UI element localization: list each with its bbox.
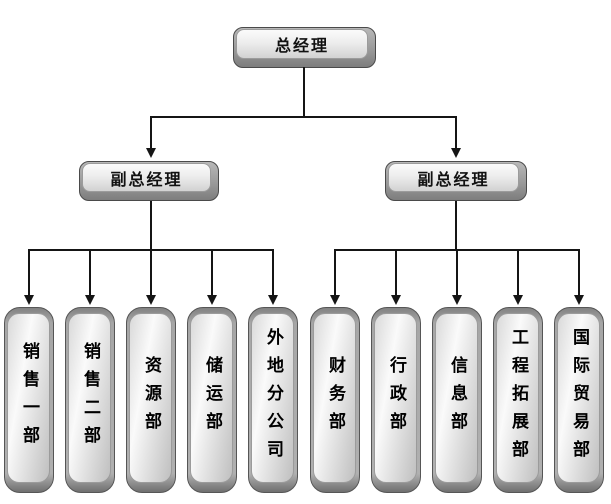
- deputy-left-label: 副总经理: [82, 163, 211, 192]
- connector-top-horizontal: [150, 116, 457, 118]
- arrowhead-dept-4: [207, 295, 217, 305]
- dept-sales-2-label: 销售二部: [80, 342, 100, 454]
- connector-drop-deputy-left: [150, 116, 152, 149]
- arrowhead-dept-9: [513, 295, 523, 305]
- arrowhead-dept-3: [146, 295, 156, 305]
- dept-sales-1-inner: 销售一部: [7, 313, 50, 483]
- dept-information-label: 信息部: [447, 356, 467, 440]
- arrowhead-dept-6: [330, 295, 340, 305]
- connector-root-stem: [303, 67, 305, 117]
- dept-sales-2: 销售二部: [65, 307, 115, 493]
- dept-engineering-expansion: 工程拓展部: [493, 307, 543, 493]
- connector-drop-dept-6: [334, 249, 336, 296]
- connector-drop-dept-4: [211, 249, 213, 296]
- connector-drop-dept-8: [456, 249, 458, 296]
- dept-finance: 财务部: [310, 307, 360, 493]
- arrowhead-dept-5: [268, 295, 278, 305]
- dept-information-inner: 信息部: [435, 313, 478, 483]
- connector-left-stem: [150, 201, 152, 250]
- connector-drop-dept-10: [578, 249, 580, 296]
- dept-engineering-expansion-label: 工程拓展部: [508, 328, 528, 468]
- dept-storage-transport-inner: 储运部: [190, 313, 233, 483]
- dept-finance-label: 财务部: [325, 356, 345, 440]
- dept-admin: 行政部: [371, 307, 421, 493]
- dept-information: 信息部: [432, 307, 482, 493]
- dept-engineering-expansion-inner: 工程拓展部: [496, 313, 539, 483]
- dept-branch-offices-inner: 外地分公司: [251, 313, 294, 483]
- dept-finance-inner: 财务部: [313, 313, 356, 483]
- arrowhead-dept-8: [452, 295, 462, 305]
- dept-storage-transport-label: 储运部: [202, 356, 222, 440]
- dept-sales-1: 销售一部: [4, 307, 54, 493]
- connector-drop-dept-2: [89, 249, 91, 296]
- arrowhead-dept-10: [574, 295, 584, 305]
- dept-resources-label: 资源部: [141, 356, 161, 440]
- dept-admin-inner: 行政部: [374, 313, 417, 483]
- connector-drop-dept-9: [517, 249, 519, 296]
- arrowhead-deputy-left: [146, 148, 156, 158]
- arrowhead-dept-7: [391, 295, 401, 305]
- deputy-node-right: 副总经理: [385, 161, 527, 201]
- dept-branch-offices-label: 外地分公司: [263, 328, 283, 468]
- connector-right-stem: [455, 201, 457, 250]
- deputy-node-left: 副总经理: [79, 161, 219, 201]
- deputy-right-label: 副总经理: [388, 163, 519, 192]
- connector-drop-deputy-right: [455, 116, 457, 149]
- dept-branch-offices: 外地分公司: [248, 307, 298, 493]
- connector-drop-dept-7: [395, 249, 397, 296]
- dept-international-trade: 国际贸易部: [554, 307, 604, 493]
- dept-sales-2-inner: 销售二部: [68, 313, 111, 483]
- dept-international-trade-label: 国际贸易部: [569, 328, 589, 468]
- connector-drop-dept-1: [28, 249, 30, 296]
- connector-drop-dept-5: [272, 249, 274, 296]
- dept-international-trade-inner: 国际贸易部: [557, 313, 600, 483]
- root-node-label: 总经理: [236, 29, 368, 59]
- dept-sales-1-label: 销售一部: [19, 342, 39, 454]
- dept-resources: 资源部: [126, 307, 176, 493]
- arrowhead-dept-2: [85, 295, 95, 305]
- arrowhead-dept-1: [24, 295, 34, 305]
- arrowhead-deputy-right: [451, 148, 461, 158]
- root-node-general-manager: 总经理: [233, 27, 376, 68]
- connector-drop-dept-3: [150, 249, 152, 296]
- dept-admin-label: 行政部: [386, 356, 406, 440]
- dept-storage-transport: 储运部: [187, 307, 237, 493]
- dept-resources-inner: 资源部: [129, 313, 172, 483]
